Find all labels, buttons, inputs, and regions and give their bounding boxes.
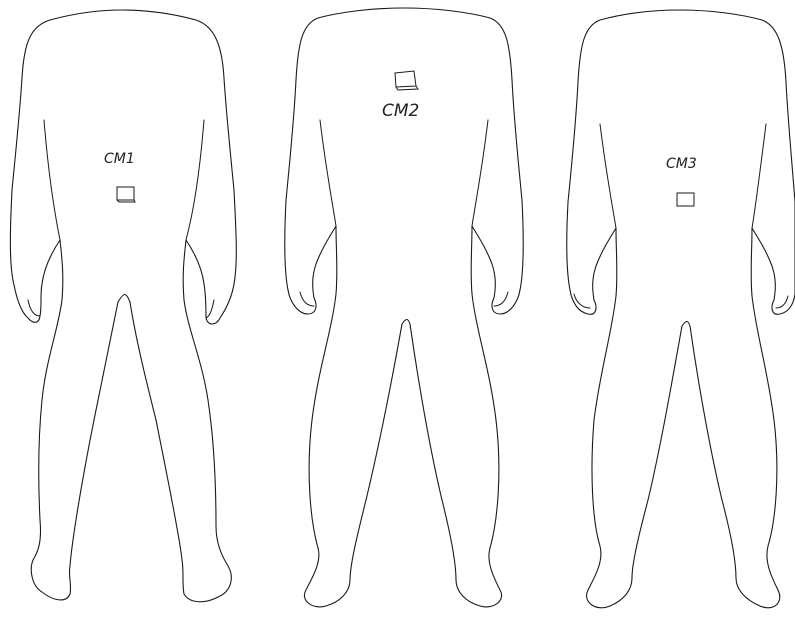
label-cm3: CM3 — [666, 156, 697, 172]
body-outline-front-2 — [285, 8, 524, 607]
body-outline-front-3 — [567, 10, 795, 608]
label-cm1: CM1 — [104, 151, 135, 167]
figure-cm2: CM2 — [285, 8, 524, 607]
label-cm2: CM2 — [382, 101, 419, 121]
sensor-cm3 — [677, 193, 694, 206]
sensor-cm2 — [395, 71, 416, 87]
sensor-cm1 — [117, 187, 134, 200]
body-outline-back — [10, 10, 236, 602]
figure-cm1: CM1 — [10, 10, 236, 602]
figure-cm3: CM3 — [567, 10, 795, 608]
